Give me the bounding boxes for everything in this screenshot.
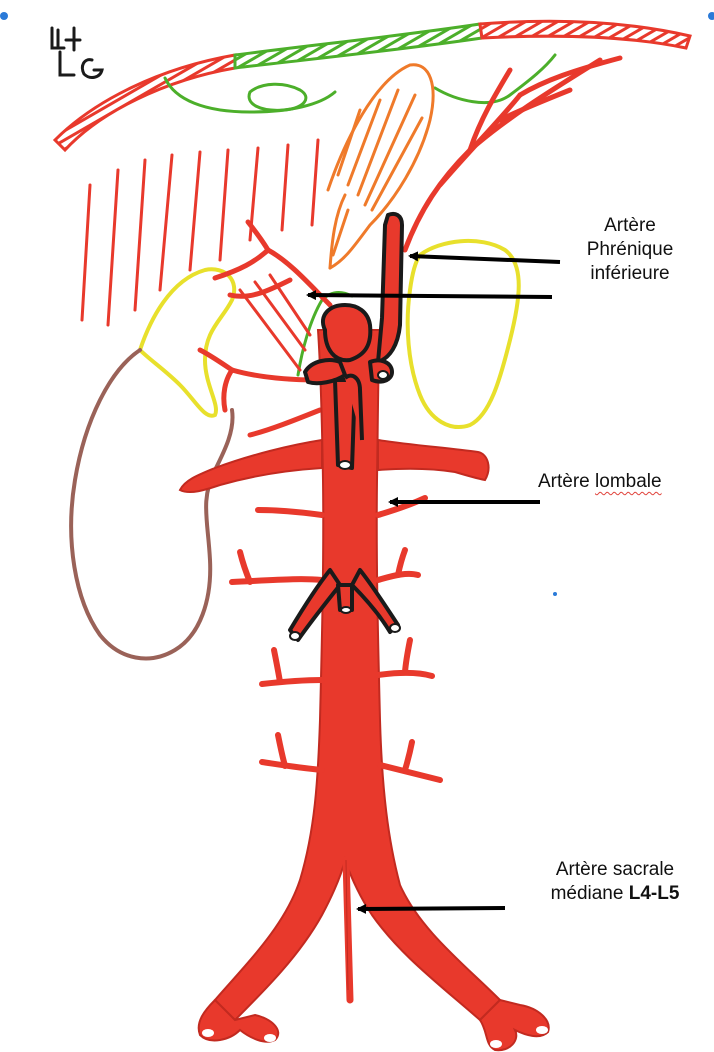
upper-branches (200, 350, 320, 435)
label-sacrale-line2: médiane L4-L5 (520, 882, 710, 906)
handwritten-corner-mark (52, 28, 102, 77)
arrow-phrenic-lower (308, 295, 552, 297)
right-kidney (71, 350, 232, 658)
diaphragm-band (55, 21, 690, 150)
label-phrenic-line2: Phrénique (560, 238, 700, 262)
arrow-sacrale (358, 908, 505, 909)
label-median-sacral-artery: Artère sacrale médiane L4-L5 (520, 858, 710, 906)
oesophagus-sketch (328, 65, 433, 268)
label-lumbar-artery: Artère lombale (538, 470, 662, 494)
label-sacrale-level: L4-L5 (629, 883, 680, 904)
liver-hatching (82, 140, 318, 370)
stray-dot (553, 592, 557, 596)
aorta (199, 330, 549, 1050)
arrow-phrenic-upper (410, 256, 560, 262)
label-phrenic-line3: inférieure (560, 262, 700, 286)
label-sacrale-prefix: médiane (551, 883, 629, 904)
label-lombale-word: lombale (595, 471, 662, 492)
label-phrenic-line1: Artère (560, 214, 700, 238)
label-sacrale-line1: Artère sacrale (520, 858, 710, 882)
label-inferior-phrenic-artery: Artère Phrénique inférieure (560, 214, 700, 286)
corner-dot-right (708, 12, 714, 20)
label-lombale-prefix: Artère (538, 471, 595, 492)
corner-dot-left (0, 12, 8, 20)
